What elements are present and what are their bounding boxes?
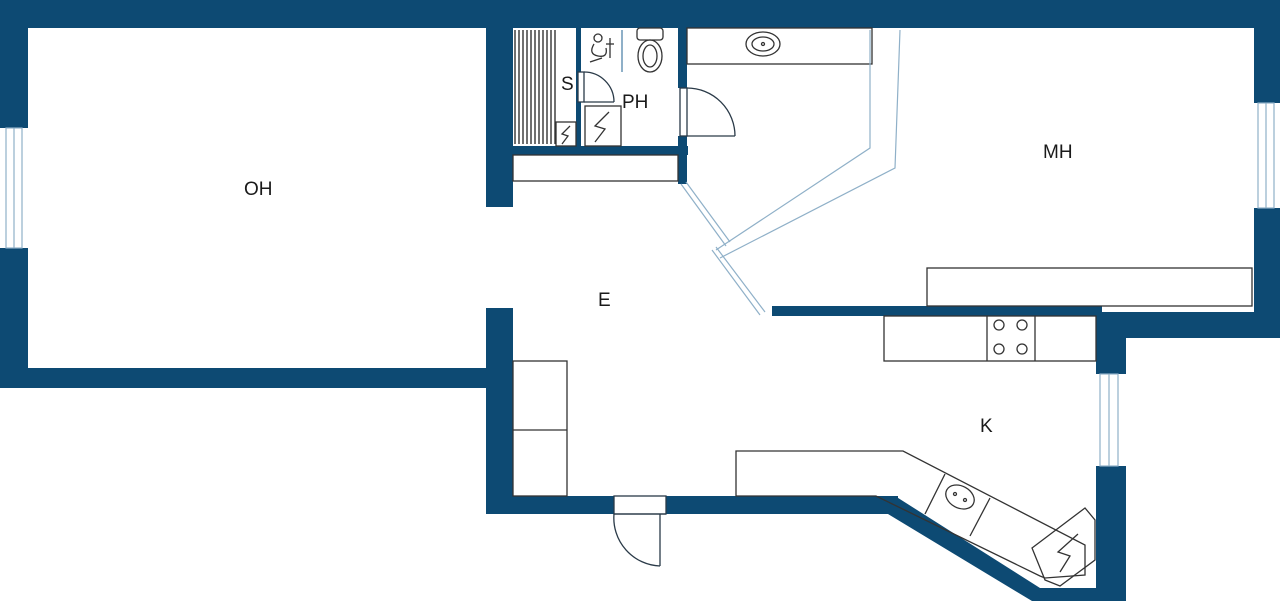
wall-oh-bottom xyxy=(0,368,513,388)
wall-bottom-mid xyxy=(666,496,898,514)
wall-top xyxy=(0,0,1280,28)
wall-bath-right xyxy=(678,28,687,88)
doors xyxy=(577,29,901,567)
door-bathroom xyxy=(679,87,736,137)
wall-left-lower xyxy=(0,248,28,388)
wall-oh-e-upper xyxy=(486,0,513,207)
wardrobe xyxy=(512,360,568,497)
room-label-e: E xyxy=(598,290,611,311)
wall-bath-right-lower xyxy=(678,136,687,184)
room-label-ph: PH xyxy=(622,92,648,113)
window-oh xyxy=(5,127,23,249)
sauna-bench xyxy=(514,30,556,144)
wall-right-upper xyxy=(1254,0,1280,103)
door-entrance xyxy=(613,495,667,567)
room-label-mh: MH xyxy=(1043,142,1073,163)
room-label-k: K xyxy=(980,416,993,437)
wall-kitchen-right-upper xyxy=(1096,312,1126,374)
room-labels: OH MH E K PH S xyxy=(244,74,1073,437)
kitchen-sink-icon xyxy=(945,484,975,510)
fixtures xyxy=(512,27,1253,587)
sauna-stove-icon xyxy=(555,121,577,147)
wall-left-upper xyxy=(0,0,28,128)
window-k xyxy=(1099,373,1119,467)
wall-bottom-left xyxy=(486,496,614,514)
kitchen-appliance-icon xyxy=(1031,507,1096,587)
kitchen-angled-counter xyxy=(735,450,1086,579)
windows xyxy=(5,102,1275,467)
door-sauna xyxy=(577,71,615,103)
corridor-shelf xyxy=(512,154,679,182)
wall-oh-e-lower xyxy=(486,308,513,514)
wall-kitchen-right-lower xyxy=(1096,466,1126,601)
window-mh xyxy=(1257,102,1275,209)
mh-cabinet xyxy=(926,267,1253,307)
wall-mh-bottom xyxy=(1096,312,1280,338)
wall-bottom-diagonal xyxy=(888,496,1126,601)
room-label-s: S xyxy=(561,74,574,95)
room-label-oh: OH xyxy=(244,179,273,200)
bathroom-sink-counter xyxy=(686,27,873,65)
shower-icon xyxy=(589,33,614,63)
wall-e-mh xyxy=(772,306,1102,316)
toilet-icon xyxy=(636,27,664,73)
wall-bath-bottom xyxy=(513,146,688,155)
kitchen-stove-counter xyxy=(883,315,1097,362)
door-mh-sliding xyxy=(680,29,901,316)
bath-heater-icon xyxy=(584,105,622,147)
